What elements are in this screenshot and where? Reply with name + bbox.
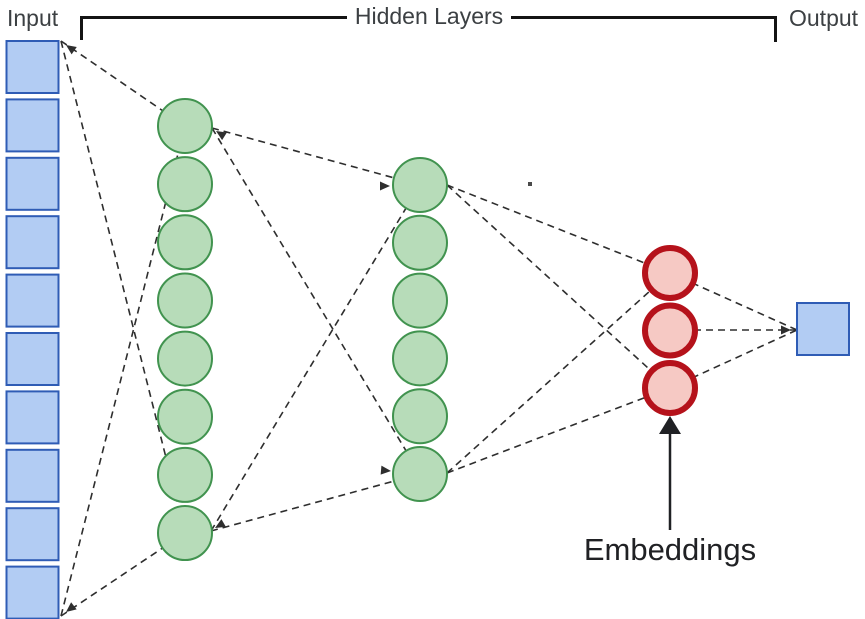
stray-mark	[528, 182, 532, 186]
edge-line	[446, 272, 671, 474]
input-node	[5, 448, 60, 503]
hidden-layers-label: Hidden Layers	[355, 3, 503, 29]
embeddings-node	[642, 302, 698, 359]
hidden1-node	[157, 272, 213, 329]
hidden1-node	[157, 214, 213, 271]
hidden2-node	[392, 214, 448, 271]
input-node	[5, 40, 60, 94]
input-node	[5, 273, 60, 328]
hidden2-node	[392, 388, 448, 445]
hidden1-layer	[157, 98, 213, 562]
edge-line	[210, 184, 421, 532]
embeddings-layer	[642, 245, 698, 416]
connector-arrowhead	[216, 131, 227, 141]
hidden1-node	[157, 446, 213, 503]
hidden2-node	[392, 272, 448, 329]
edge-line	[60, 125, 186, 617]
edge-arrowheads	[66, 45, 791, 612]
hidden2-node	[392, 157, 448, 213]
input-node	[5, 215, 60, 270]
hidden2-node	[392, 446, 448, 502]
embeddings-node	[642, 245, 698, 301]
input-node	[5, 507, 60, 562]
nodes	[5, 40, 850, 619]
input-node	[5, 332, 60, 386]
input-node	[5, 156, 60, 211]
output-layer	[796, 302, 850, 356]
edge-lines	[60, 40, 798, 617]
edge-line	[446, 184, 671, 274]
hidden1-node	[157, 98, 213, 154]
edge-line	[446, 184, 671, 389]
hidden1-node	[157, 330, 213, 387]
edge-line	[446, 387, 671, 474]
hidden-layers-bracket	[80, 2, 777, 42]
embeddings-arrow	[659, 416, 681, 530]
edge-line	[211, 127, 421, 475]
input-node	[5, 98, 60, 153]
embeddings-label: Embeddings	[584, 532, 756, 567]
hidden2-layer	[392, 157, 448, 502]
input-label: Input	[7, 5, 59, 31]
bracket-label-gap	[347, 2, 511, 31]
hidden2-node	[392, 330, 448, 387]
connector-arrowhead	[215, 519, 226, 528]
connector-arrowhead	[380, 465, 391, 475]
embeddings-node	[642, 360, 698, 416]
input-node	[5, 565, 60, 619]
connector-arrowhead	[66, 45, 77, 55]
connector-arrowhead	[781, 325, 791, 335]
embeddings-arrowhead	[659, 416, 681, 434]
hidden1-node	[157, 388, 213, 445]
edge-line	[60, 40, 186, 534]
connector-arrowhead	[380, 181, 390, 191]
edge-line	[210, 473, 421, 532]
connector-arrowhead	[66, 602, 77, 612]
output-node	[796, 302, 850, 356]
edge-line	[211, 127, 421, 186]
input-node	[5, 390, 60, 445]
input-layer	[5, 40, 60, 619]
output-label: Output	[789, 5, 859, 31]
hidden1-node	[157, 505, 213, 562]
hidden1-node	[157, 156, 213, 213]
